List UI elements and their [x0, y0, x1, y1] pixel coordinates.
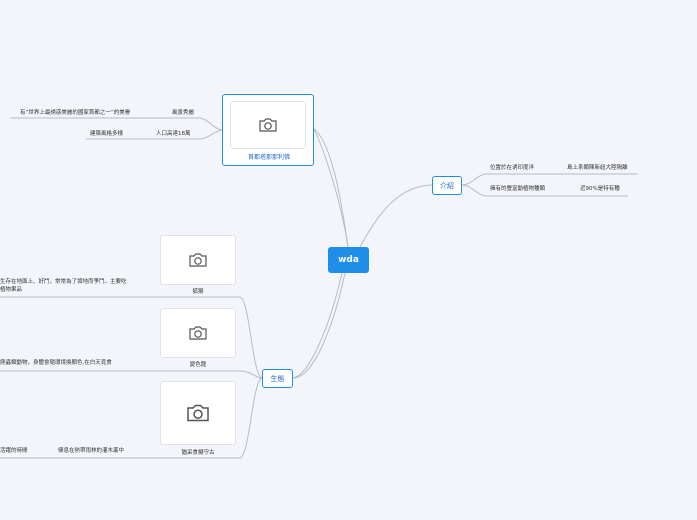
- intro-leaf-1-detail[interactable]: 島上系類陳新紐大陸隔離: [567, 165, 628, 171]
- branch-capital[interactable]: 首都塔那那利佛: [222, 94, 314, 166]
- ecology-leaf-1-detail[interactable]: 生存在地面上、好鬥，常常為了領地而爭鬥。主要吃: [0, 279, 127, 285]
- connector-root-intro: [359, 184, 433, 248]
- connector-ecology-leaf-2: [0, 370, 263, 379]
- ecology-leaf-2-caption: 變色龍: [189, 362, 207, 368]
- intro-leaf-2-label[interactable]: 擁有的豐富動植物種類: [490, 186, 546, 192]
- ecology-leaf-3-caption: 猶采食擬守古: [181, 450, 215, 456]
- capital-leaf-2-detail[interactable]: 建築風格多樣: [90, 131, 124, 137]
- capital-leaf-2-label[interactable]: 人口高達18萬: [156, 131, 191, 137]
- capital-leaf-1-label[interactable]: 風景秀麗: [172, 110, 195, 116]
- capital-leaf-1-detail[interactable]: 有“世界上最誘惑美麗的國家首都之一”的美譽: [20, 110, 131, 116]
- connector-root-capital: [312, 127, 349, 248]
- connector-ecology-leaf-3: [0, 377, 263, 459]
- ecology-leaf-2-detail[interactable]: 爬蟲類動物，身體會隨環境換顏色,在白天覓食: [0, 360, 112, 366]
- capital-image: [230, 101, 306, 149]
- camera-icon: [189, 326, 207, 340]
- branch-capital-title: 首都塔那那利佛: [247, 154, 290, 161]
- camera-icon: [259, 118, 277, 132]
- camera-icon: [187, 404, 209, 422]
- ecology-leaf-1-image[interactable]: [160, 235, 236, 285]
- branch-intro-title: 介紹: [440, 181, 454, 190]
- branch-ecology-title: 生態: [270, 374, 285, 383]
- connector-capital-leaf-1: [10, 117, 223, 131]
- connector-intro-leaf-2: [461, 184, 628, 197]
- connector-root-capital-2: [312, 127, 349, 248]
- ecology-leaf-3-label[interactable]: 棲息在熱帶雨林的灌木叢中: [58, 448, 125, 454]
- connector-root-ecology-2: [292, 272, 343, 379]
- ecology-leaf-3-image[interactable]: [160, 381, 236, 445]
- branch-ecology[interactable]: 生態: [262, 369, 293, 388]
- connector-intro-leaf-1: [461, 173, 638, 186]
- ecology-leaf-3-detail[interactable]: 活躍的時間: [0, 448, 28, 454]
- camera-icon: [189, 253, 207, 267]
- ecology-leaf-1-caption: 狐猴: [192, 289, 204, 295]
- connector-root-ecology: [292, 272, 346, 379]
- branch-intro[interactable]: 介紹: [432, 176, 462, 195]
- ecology-leaf-2-image[interactable]: [160, 308, 236, 358]
- ecology-leaf-1-detail-2[interactable]: 植物果品: [0, 287, 23, 293]
- intro-leaf-1-label[interactable]: 位置於在诱印度洋: [490, 165, 535, 171]
- root-node[interactable]: wda: [328, 247, 369, 273]
- intro-leaf-2-detail[interactable]: 近90%是特有種: [580, 186, 620, 192]
- root-label: wda: [338, 255, 359, 265]
- connector-ecology-leaf-1: [0, 296, 263, 379]
- connector-capital-leaf-2: [86, 129, 223, 140]
